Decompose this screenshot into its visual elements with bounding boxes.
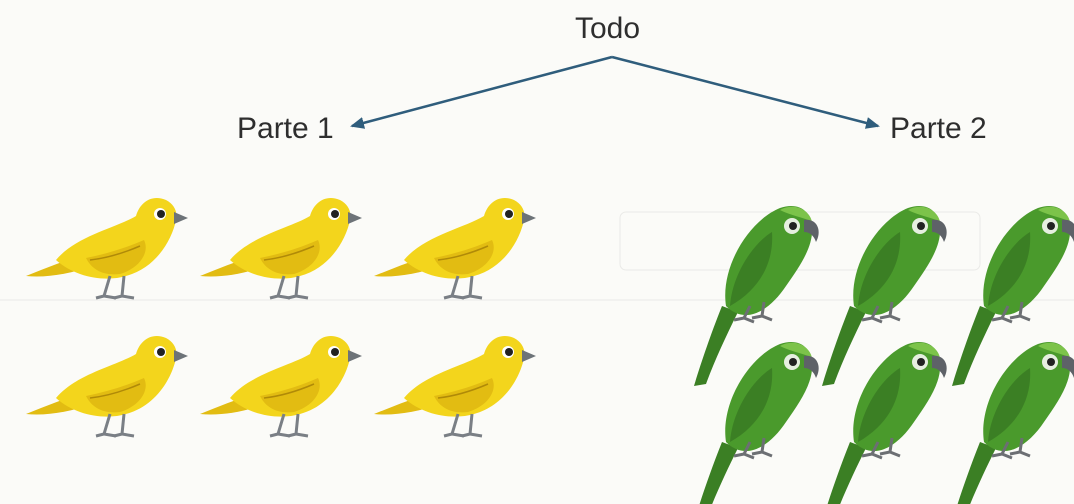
canary-bird — [372, 334, 538, 438]
canary-bird — [24, 196, 190, 300]
part-2-label: Parte 2 — [890, 112, 987, 145]
canary-bird — [372, 196, 538, 300]
arrow-to-part-2 — [611, 55, 880, 129]
canary-bird — [198, 196, 364, 300]
arrow-to-part-1 — [350, 55, 613, 129]
part-1-label: Parte 1 — [237, 112, 334, 145]
canary-bird — [198, 334, 364, 438]
canary-bird — [24, 334, 190, 438]
parrot-group — [692, 204, 1074, 504]
canary-group — [24, 196, 538, 438]
whole-label: Todo — [575, 12, 641, 45]
